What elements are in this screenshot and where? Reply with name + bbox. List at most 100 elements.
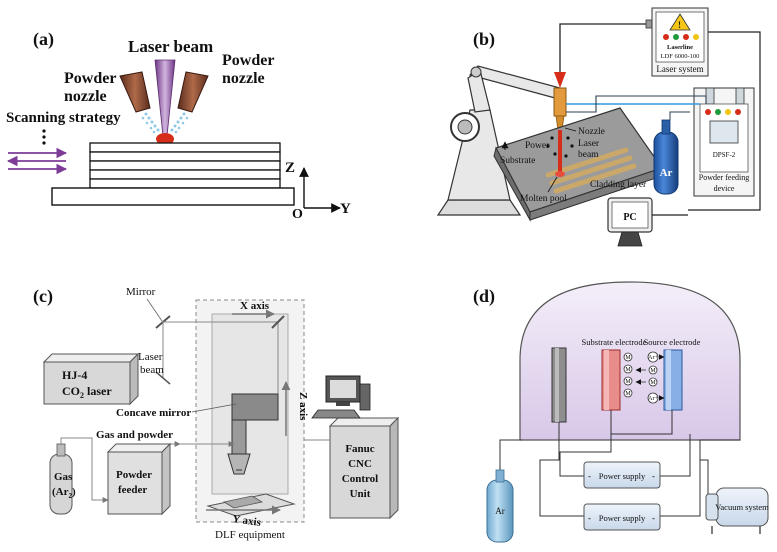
laser-label-2: beam xyxy=(578,150,599,160)
metal-atom xyxy=(623,376,633,386)
panel-a: (a) Laser beam Powder nozzle Powder nozz… xyxy=(6,29,351,222)
axis-y-label: Y xyxy=(340,201,351,217)
metal-label: M xyxy=(625,379,631,385)
axis-origin-label: O xyxy=(292,207,303,222)
gas-feed-line xyxy=(60,437,109,503)
panel-b: (b) xyxy=(436,7,761,247)
pc-label: PC xyxy=(623,212,636,223)
indicator-light xyxy=(683,34,689,40)
deposited-layer xyxy=(89,178,281,189)
cnc-label-2: CNC xyxy=(348,458,372,470)
panel-c-tag: (c) xyxy=(33,286,53,307)
laser-head xyxy=(553,87,567,117)
indicator-light xyxy=(693,34,699,40)
workpiece xyxy=(222,495,264,509)
molten-pool xyxy=(555,171,565,177)
beam-splitter xyxy=(155,371,171,385)
fiber-cable xyxy=(559,23,648,75)
co2-laser-box xyxy=(43,361,131,405)
gas-cylinder xyxy=(49,453,73,515)
ps1-minus: - xyxy=(588,471,591,481)
indicator-light xyxy=(715,109,721,115)
gas-and-powder-label: Gas and powder xyxy=(96,429,173,441)
power-supply-label-1: Power supply xyxy=(599,471,646,481)
powder-nozzle-right-label-1: Powder xyxy=(222,52,274,69)
indicator-light xyxy=(725,109,731,115)
cnc-label-1: Fanuc xyxy=(345,443,374,455)
power-supply-label-2: Power supply xyxy=(599,513,646,523)
cladding-layer-label: Cladding layer xyxy=(590,180,647,190)
panel-c: (c) DLF equipment Mirror Laser beam X ax… xyxy=(33,286,400,541)
laser-beam-label-2: beam xyxy=(140,364,164,376)
feeder-model: DPSF-2 xyxy=(713,151,736,159)
laser-source-label-1: HJ-4 xyxy=(62,368,87,382)
mirror-label: Mirror xyxy=(126,286,156,298)
vacuum-system-label: Vacuum system xyxy=(715,502,769,512)
mirror xyxy=(271,315,285,329)
ps2-minus: - xyxy=(588,513,591,523)
deposited-layer xyxy=(89,169,281,180)
feeder-label-2: device xyxy=(714,184,735,193)
molten-pool-label: Molten pool xyxy=(520,194,567,204)
metal-atom xyxy=(648,365,658,375)
cylinder-valve xyxy=(661,119,671,135)
argon-ion xyxy=(647,351,659,363)
scanning-strategy-label: Scanning strategy xyxy=(6,110,121,126)
ps1-plus: - xyxy=(652,471,655,481)
nozzle-label: Nozzle xyxy=(578,127,605,137)
panel-d: (d) Substrate electrode Source electrode… xyxy=(473,281,769,543)
deposited-layer xyxy=(89,151,281,162)
nozzle-tube xyxy=(231,419,247,455)
ps2-plus: - xyxy=(652,513,655,523)
gas-label-1: Gas xyxy=(54,471,73,483)
concave-mirror-label: Concave mirror xyxy=(116,407,191,419)
pc-stand xyxy=(617,231,643,247)
indicator-light xyxy=(735,109,741,115)
powder-particles xyxy=(546,136,574,158)
substrate-label: Substrate xyxy=(500,156,535,166)
argon-cylinder xyxy=(653,131,679,195)
strategy-dot xyxy=(42,129,46,133)
metal-label: M xyxy=(625,391,631,397)
powder-nozzle-left xyxy=(119,71,151,113)
melt-pool xyxy=(156,133,174,145)
argon-label: Ar xyxy=(660,167,673,179)
cnc-label-4: Unit xyxy=(350,488,371,500)
laser-label-1: Laser xyxy=(578,139,600,149)
concave-mirror-housing xyxy=(231,393,279,421)
powder-feeder-box xyxy=(107,451,163,515)
metal-atom xyxy=(648,377,658,387)
feeder-label-1: Powder xyxy=(116,469,152,481)
metal-label: M xyxy=(650,368,656,374)
nozzle-cone xyxy=(227,453,251,475)
ion-label-1: Ar+ xyxy=(648,355,658,361)
ion-label-2: Ar+ xyxy=(648,396,658,402)
warning-mark: ! xyxy=(678,20,681,30)
laser-head-top xyxy=(554,72,566,88)
laser-model-1: Laserline xyxy=(667,44,693,51)
y-axis-label: Y axis xyxy=(232,513,263,529)
powder-nozzle-left-label-1: Powder xyxy=(64,70,116,87)
indicator-light xyxy=(705,109,711,115)
computer-icon xyxy=(311,375,371,419)
metal-label: M xyxy=(625,367,631,373)
powder-nozzle-right-label-2: nozzle xyxy=(222,70,265,87)
mirror-pointer xyxy=(146,298,163,322)
strategy-dot xyxy=(42,135,46,139)
laser-model-2: LDF 6000-100 xyxy=(661,53,700,60)
metal-label: M xyxy=(625,355,631,361)
control-cable xyxy=(688,31,761,211)
dlf-equipment-label: DLF equipment xyxy=(215,529,285,541)
argon-label-d: Ar xyxy=(495,506,505,516)
panel-a-tag: (a) xyxy=(33,29,54,50)
argon-line xyxy=(669,111,690,120)
laser-system-label: Laser system xyxy=(656,64,703,74)
powder-nozzle-left-label-2: nozzle xyxy=(64,88,107,105)
deposited-layer xyxy=(89,142,281,153)
feeder-label-2: feeder xyxy=(118,484,147,496)
indicator-light xyxy=(663,34,669,40)
hopper xyxy=(705,87,715,105)
pc-screen xyxy=(611,201,649,229)
cnc-unit-box xyxy=(329,425,391,519)
powder-stream xyxy=(141,112,189,134)
